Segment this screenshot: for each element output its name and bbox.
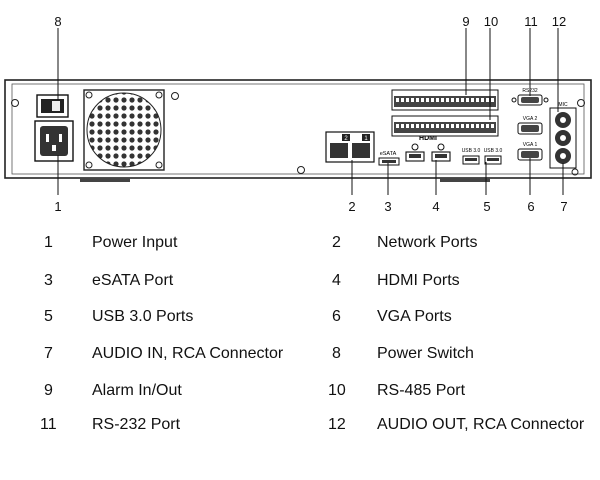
legend-text: HDMI Ports (377, 272, 460, 289)
legend-text: RS-232 Port (92, 416, 181, 433)
vga-label: VGA 1 (523, 142, 538, 148)
callout-4: 4 (432, 199, 439, 214)
legend-text: eSATA Port (92, 272, 174, 289)
legend-number: 5 (44, 308, 53, 325)
network-port-label: 2 (344, 136, 348, 142)
legend-row: 1 Power Input 2 Network Ports (0, 228, 600, 258)
legend-row: 3 eSATA Port 4 HDMI Ports (0, 266, 600, 296)
screw-icon (577, 99, 585, 107)
usb-ports: USB 3.0 USB 3.0 (462, 148, 503, 165)
screw-icon (571, 168, 579, 176)
alarm-terminals (391, 89, 499, 137)
usb-label: USB 3.0 (484, 148, 503, 154)
legend-number: 9 (44, 382, 53, 399)
callout-5: 5 (483, 199, 490, 214)
screw-icon (297, 166, 305, 174)
legend-number: 10 (328, 382, 346, 399)
legend-row: 9 Alarm In/Out 10 RS-485 Port (0, 376, 600, 406)
audio-rca-connectors: MIC (549, 102, 577, 169)
screw-icon (11, 99, 19, 107)
legend-number: 1 (44, 234, 53, 251)
screw-icon (171, 92, 179, 100)
vga-ports: VGA 2 VGA 1 (517, 116, 543, 161)
legend-number: 7 (44, 345, 53, 362)
legend-number: 11 (40, 416, 57, 433)
hdmi-ports: HDMI (405, 135, 451, 162)
legend-number: 2 (332, 234, 341, 251)
legend-text: AUDIO IN, RCA Connector (92, 345, 284, 362)
vga-label: VGA 2 (523, 116, 538, 122)
rear-panel-diagram: 2 1 eSATA HDMI USB 3.0 USB 3.0 (4, 14, 592, 214)
legend-row: 7 AUDIO IN, RCA Connector 8 Power Switch (0, 339, 600, 369)
legend-number: 3 (44, 272, 53, 289)
callout-6: 6 (527, 199, 534, 214)
legend-number: 6 (332, 308, 341, 325)
legend-number: 4 (332, 272, 341, 289)
esata-port: eSATA (378, 151, 400, 166)
callout-8: 8 (54, 14, 61, 29)
legend-text: Power Switch (377, 345, 474, 362)
callout-12: 12 (552, 14, 566, 29)
power-switch (36, 94, 69, 118)
legend-text: Power Input (92, 234, 178, 251)
legend-text: Network Ports (377, 234, 478, 251)
leader-lines (57, 28, 564, 195)
power-input-socket (34, 120, 74, 162)
legend-number: 12 (328, 416, 346, 433)
mic-label: MIC (558, 102, 568, 108)
callout-3: 3 (384, 199, 391, 214)
usb-label: USB 3.0 (462, 148, 481, 154)
legend-text: USB 3.0 Ports (92, 308, 194, 325)
legend-text: VGA Ports (377, 308, 452, 325)
legend-text: AUDIO OUT, RCA Connector (377, 416, 585, 433)
callout-7: 7 (560, 199, 567, 214)
network-port-label: 1 (364, 136, 368, 142)
legend-number: 8 (332, 345, 341, 362)
fan-grille (83, 89, 165, 171)
network-ports: 2 1 (325, 131, 375, 163)
callout-1: 1 (54, 199, 61, 214)
callout-2: 2 (348, 199, 355, 214)
legend-text: RS-485 Port (377, 382, 466, 399)
legend-row: 5 USB 3.0 Ports 6 VGA Ports (0, 302, 600, 332)
esata-label: eSATA (380, 151, 397, 157)
callout-10: 10 (484, 14, 498, 29)
hdmi-logo: HDMI (419, 135, 437, 142)
callout-9: 9 (462, 14, 469, 29)
callout-11: 11 (524, 14, 538, 29)
legend-text: Alarm In/Out (92, 382, 182, 399)
legend-row: 11 RS-232 Port 12 AUDIO OUT, RCA Connect… (0, 410, 600, 440)
